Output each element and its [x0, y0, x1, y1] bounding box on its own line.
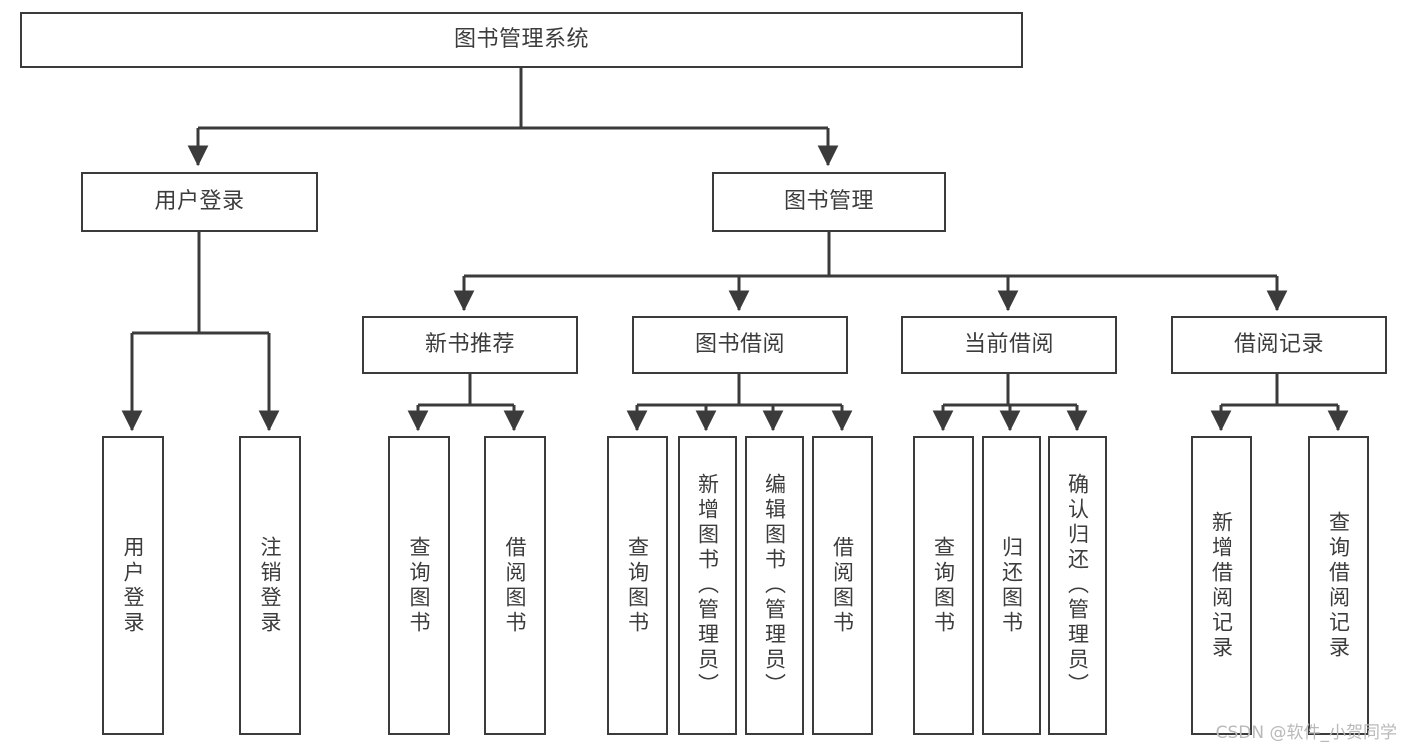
leaf-query-book-current[interactable]: 查询图书 [913, 436, 974, 735]
node-root-label: 图书管理系统 [453, 27, 589, 53]
leaf-logout-label: 注销登录 [258, 535, 283, 636]
leaf-edit-book-admin[interactable]: 编辑图书（管理员） [745, 436, 804, 735]
leaf-query-book-borrow[interactable]: 查询图书 [607, 436, 668, 735]
leaf-borrow-book-borrow[interactable]: 借阅图书 [812, 436, 873, 735]
node-book-borrow-label: 图书借阅 [694, 332, 785, 358]
node-new-book-recommend-label: 新书推荐 [424, 332, 515, 358]
leaf-user-login[interactable]: 用户登录 [102, 436, 164, 735]
leaf-add-borrow-record-label: 新增借阅记录 [1209, 510, 1234, 661]
leaf-edit-book-admin-label: 编辑图书（管理员） [762, 473, 787, 698]
node-new-book-recommend[interactable]: 新书推荐 [362, 316, 578, 374]
leaf-add-book-admin[interactable]: 新增图书（管理员） [678, 436, 737, 735]
leaf-logout[interactable]: 注销登录 [239, 436, 301, 735]
leaf-add-borrow-record[interactable]: 新增借阅记录 [1191, 436, 1252, 735]
leaf-query-book-recommend-label: 查询图书 [407, 535, 432, 636]
node-book-management[interactable]: 图书管理 [712, 172, 946, 232]
leaf-query-book-recommend[interactable]: 查询图书 [388, 436, 450, 735]
leaf-return-book-label: 归还图书 [999, 535, 1024, 636]
leaf-query-book-current-label: 查询图书 [931, 535, 956, 636]
node-current-borrow[interactable]: 当前借阅 [901, 316, 1117, 374]
node-user-login[interactable]: 用户登录 [81, 172, 318, 232]
node-book-management-label: 图书管理 [783, 189, 874, 215]
leaf-borrow-book-recommend[interactable]: 借阅图书 [484, 436, 546, 735]
leaf-return-book[interactable]: 归还图书 [982, 436, 1041, 735]
leaf-confirm-return-admin[interactable]: 确认归还（管理员） [1048, 436, 1107, 735]
leaf-query-borrow-record-label: 查询借阅记录 [1326, 510, 1351, 661]
node-root[interactable]: 图书管理系统 [20, 12, 1023, 68]
leaf-borrow-book-recommend-label: 借阅图书 [503, 535, 528, 636]
node-borrow-record[interactable]: 借阅记录 [1171, 316, 1387, 374]
node-user-login-label: 用户登录 [154, 189, 245, 215]
node-book-borrow[interactable]: 图书借阅 [632, 316, 848, 374]
leaf-confirm-return-admin-label: 确认归还（管理员） [1065, 473, 1090, 698]
leaf-add-book-admin-label: 新增图书（管理员） [695, 473, 720, 698]
leaf-user-login-label: 用户登录 [121, 535, 146, 636]
node-borrow-record-label: 借阅记录 [1233, 332, 1324, 358]
leaf-query-book-borrow-label: 查询图书 [625, 535, 650, 636]
leaf-borrow-book-borrow-label: 借阅图书 [830, 535, 855, 636]
node-current-borrow-label: 当前借阅 [963, 332, 1054, 358]
csdn-watermark: CSDN @软件_小贺同学 [1215, 723, 1397, 743]
leaf-query-borrow-record[interactable]: 查询借阅记录 [1308, 436, 1369, 735]
